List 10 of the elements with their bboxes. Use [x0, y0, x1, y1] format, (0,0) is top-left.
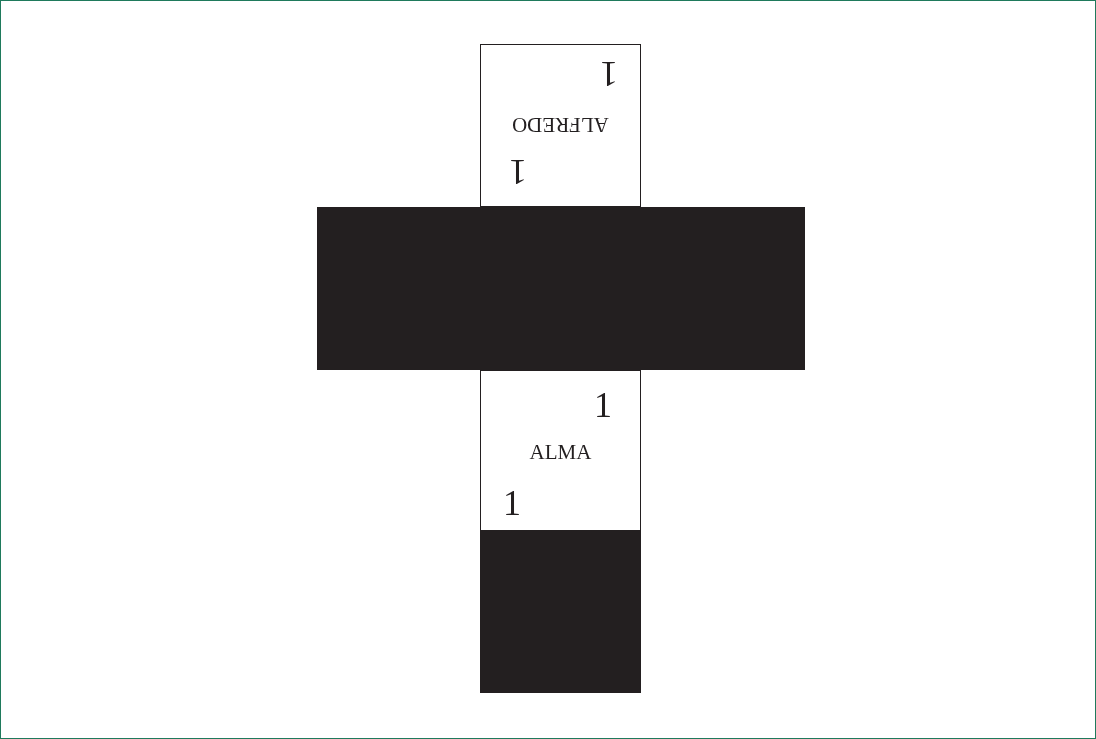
card-panel [480, 370, 641, 531]
square-rectangle [480, 531, 641, 693]
number-label: 1 [503, 485, 521, 521]
name-label: ALMA [529, 442, 592, 463]
number-label: 1 [509, 154, 527, 190]
band-rectangle [317, 207, 805, 370]
name-label: ALFREDO [512, 114, 609, 135]
number-label: 1 [600, 56, 618, 92]
number-label: 1 [594, 387, 612, 423]
card-panel [480, 44, 641, 207]
